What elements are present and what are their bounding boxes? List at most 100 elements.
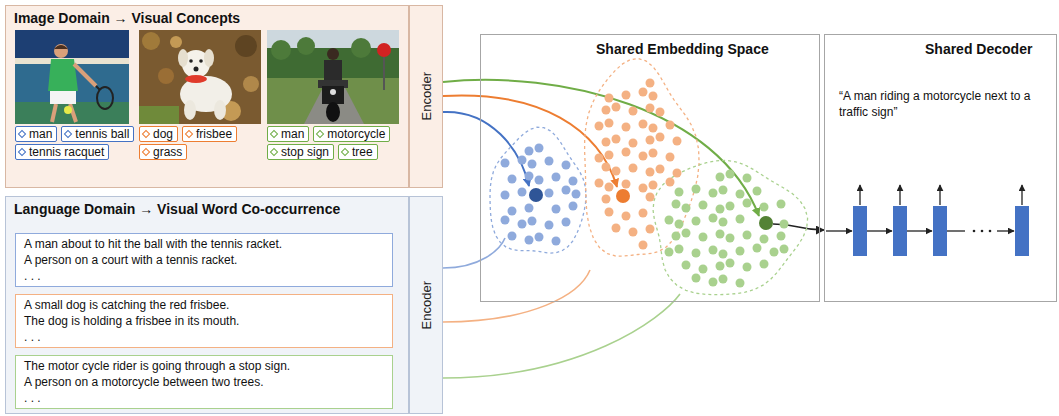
embedding-dot <box>692 185 701 194</box>
embedding-dot <box>780 220 789 229</box>
embedding-dot <box>605 208 614 217</box>
embedding-dot <box>535 144 544 153</box>
sentence-text: The dog is holding a frisbee in its mout… <box>24 313 384 329</box>
sentence-text: A person on a motorcycle between two tre… <box>24 374 384 390</box>
embedding-dot <box>753 244 762 253</box>
embedding-dot <box>545 157 554 166</box>
panel-title: Image Domain → Visual Concepts <box>14 10 408 27</box>
embedding-dot <box>535 176 544 185</box>
embedding-dot <box>649 92 658 101</box>
tag-label: man <box>29 127 52 141</box>
embedding-dot <box>699 201 708 210</box>
concept-tag: man <box>15 126 57 142</box>
embedding-dot <box>719 218 728 227</box>
panel-title: Shared Embedding Space <box>596 41 769 58</box>
concept-tag: stop sign <box>267 144 334 160</box>
decoder-box: Shared Decoder“A man riding a motorcycle… <box>824 34 1057 302</box>
connector <box>443 238 505 268</box>
ellipsis-dot <box>981 230 984 233</box>
concept-tag: dog <box>139 126 178 142</box>
embedding-dot <box>639 209 648 218</box>
sentence-box: The motor cycle rider is going through a… <box>15 355 393 409</box>
embedding-dot <box>639 120 648 129</box>
embedding-dot <box>639 184 648 193</box>
embedding-dot <box>569 177 578 186</box>
embedding-dot <box>682 261 691 270</box>
embedding-dot <box>699 265 708 274</box>
embedding-dot <box>605 94 614 103</box>
embedding-dot <box>535 233 544 242</box>
embedding-dot <box>675 245 684 254</box>
embedding-dot <box>666 178 675 187</box>
concept-tag: motorcycle <box>313 126 390 142</box>
embedding-dot <box>646 79 655 88</box>
embedding-dot <box>682 229 691 238</box>
embedding-dot <box>770 248 779 257</box>
embedding-dot <box>569 202 578 211</box>
embedding-dot <box>622 91 631 100</box>
connector <box>443 270 590 322</box>
embedding-dot <box>562 186 571 195</box>
embedding-dot <box>736 190 745 199</box>
tag-label: motorcycle <box>327 127 385 141</box>
embedding-dot <box>736 247 745 256</box>
tag-icon <box>64 130 72 138</box>
embedding-space-box: Shared Embedding Space <box>480 34 820 302</box>
tag-icon <box>270 148 278 156</box>
embedding-dot <box>518 220 527 229</box>
embedding-dot <box>562 218 571 227</box>
tag-icon <box>185 130 193 138</box>
encoder-bar: Encoder <box>409 5 443 188</box>
connector <box>443 95 617 187</box>
sentence-text: . . . <box>24 390 384 406</box>
embedding-dot <box>639 88 648 97</box>
embedding-dot <box>716 205 725 214</box>
embedding-dot <box>743 199 752 208</box>
sentence-text: A man about to hit the ball with the ten… <box>24 236 384 252</box>
embedding-dot <box>501 216 510 225</box>
embedding-dot <box>528 217 537 226</box>
embedding-dot <box>552 173 561 182</box>
domain-panel: Image Domain → Visual Concepts man tennis … <box>5 5 409 188</box>
tag-icon <box>341 148 349 156</box>
domain-panel: Language Domain → Visual Word Co-occurre… <box>5 196 409 414</box>
embedding-dot <box>709 189 718 198</box>
concept-tag: tennis ball <box>61 126 134 142</box>
embedding-dot <box>595 179 604 188</box>
embedding-dot <box>692 217 701 226</box>
highlighted-embedding-dot <box>616 189 630 203</box>
sentence-box: A small dog is catching the red frisbee.… <box>15 294 393 348</box>
embedding-dot <box>501 159 510 168</box>
tag-icon <box>142 148 150 156</box>
embedding-dot <box>525 172 534 181</box>
embedding-dot <box>602 138 611 147</box>
sentence-text: A person on a court with a tennis racket… <box>24 252 384 268</box>
embedding-dot <box>777 232 786 241</box>
embedding-dot <box>525 236 534 245</box>
embedding-dot <box>672 200 681 209</box>
embedding-dot <box>709 214 718 223</box>
rnn-arrow <box>907 230 932 231</box>
embedding-dot <box>629 107 638 116</box>
embedding-dot <box>666 153 675 162</box>
panel-title: Shared Decoder <box>925 41 1032 58</box>
embedding-dot <box>562 161 571 170</box>
embedding-dot <box>682 204 691 213</box>
encoder-label: Encoder <box>419 281 434 329</box>
sentence-text: The motor cycle rider is going through a… <box>24 358 384 374</box>
embedding-dot <box>518 156 527 165</box>
embedding-dot <box>692 274 701 283</box>
cluster-outline <box>653 160 808 294</box>
embedding-dot <box>646 225 655 234</box>
embedding-dot <box>612 167 621 176</box>
connector <box>443 294 680 378</box>
embedding-dot <box>646 168 655 177</box>
embedding-dot <box>528 160 537 169</box>
rnn-arrow <box>867 230 892 231</box>
embedding-dot <box>673 137 682 146</box>
embedding-dot <box>622 180 631 189</box>
tag-label: stop sign <box>281 145 329 159</box>
concept-tag: grass <box>139 144 187 160</box>
embedding-dot <box>622 212 631 221</box>
